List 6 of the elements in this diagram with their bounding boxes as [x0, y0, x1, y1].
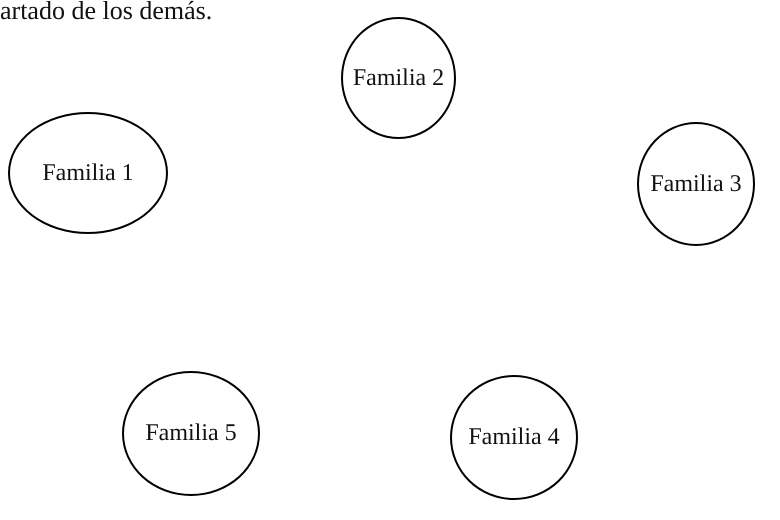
family-label: Familia 2: [352, 64, 444, 92]
family-label: Familia 3: [650, 170, 742, 198]
family-label: Familia 5: [145, 420, 237, 447]
cut-off-sentence: artado de los demás.: [0, 0, 212, 26]
family-label: Familia 1: [42, 160, 134, 186]
family-label: Familia 4: [468, 424, 560, 451]
